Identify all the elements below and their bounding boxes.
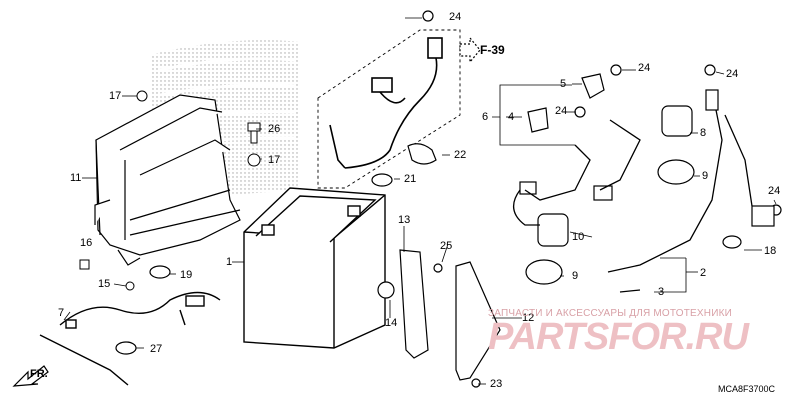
callout-8: 8 (700, 127, 707, 139)
clamps (115, 143, 742, 355)
callout-25: 25 (440, 240, 453, 252)
watermark-brand: PARTSFOR.RU (488, 316, 749, 358)
callout-18: 18 (764, 245, 777, 257)
callout-26: 26 (268, 123, 281, 135)
callout-9-upper: 9 (702, 170, 709, 182)
callout-17-right: 17 (268, 154, 281, 166)
callout-1: 1 (226, 256, 233, 268)
callout-2: 2 (700, 267, 707, 279)
callout-6: 6 (482, 111, 489, 123)
callout-19: 19 (180, 269, 193, 281)
diagram-code: MCA8F3700C (718, 384, 776, 394)
direction-arrows (12, 36, 481, 387)
callout-11: 11 (70, 172, 82, 184)
callout-13: 13 (398, 214, 411, 226)
battery (243, 187, 386, 349)
callout-17-top: 17 (109, 90, 122, 102)
callout-3: 3 (658, 286, 665, 298)
callout-7: 7 (58, 307, 65, 319)
callout-27: 27 (150, 343, 163, 355)
callout-10: 10 (572, 231, 585, 243)
fasteners (79, 90, 261, 291)
callout-24-mid: 24 (555, 105, 568, 117)
callout-24-upper-right: 24 (638, 62, 651, 74)
starter-relay-group (422, 10, 782, 285)
callout-24-top: 24 (449, 11, 462, 23)
callout-5: 5 (560, 78, 567, 90)
callout-24-far-right: 24 (726, 68, 739, 80)
watermark-tagline: ЗАПЧАСТИ И АКСЕССУАРЫ ДЛЯ МОТОТЕХНИКИ (488, 308, 733, 319)
callout-9-lower: 9 (572, 270, 579, 282)
callout-16: 16 (80, 237, 93, 249)
callout-24-right-side: 24 (768, 185, 781, 197)
battery-box (94, 94, 241, 266)
terminal-cable (329, 37, 443, 169)
cable-kit-outline (317, 29, 461, 189)
front-direction-label: FR. (30, 368, 48, 380)
callout-23: 23 (490, 378, 503, 390)
harness-lower-left (39, 291, 221, 386)
reference-f39: F-39 (480, 43, 505, 57)
callout-12: 12 (522, 312, 535, 324)
callout-21: 21 (404, 173, 417, 185)
callout-22: 22 (454, 149, 467, 161)
brackets (377, 249, 501, 388)
callout-15: 15 (98, 278, 111, 290)
relay-wires (513, 109, 753, 293)
callout-14: 14 (385, 317, 398, 329)
callout-4: 4 (508, 111, 515, 123)
callout-leaders (63, 17, 777, 385)
